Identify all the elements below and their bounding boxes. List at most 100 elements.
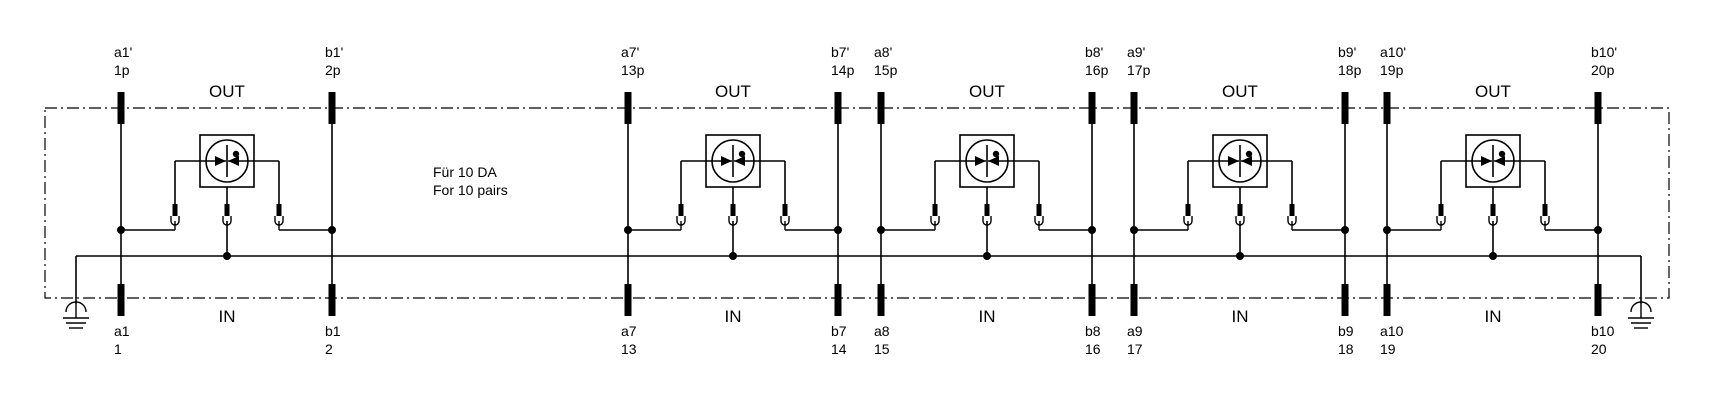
in-label: IN [1485, 307, 1502, 326]
junction-a [1383, 226, 1391, 234]
junction-ground [729, 252, 737, 260]
bottom-a-pin: 15 [874, 341, 890, 357]
junction-b [834, 226, 842, 234]
bottom-b-pin: 16 [1085, 341, 1101, 357]
bottom-b-pin: 20 [1591, 341, 1607, 357]
junction-a [624, 226, 632, 234]
terminal-bottom-b [1594, 284, 1602, 316]
arrow-right-icon [975, 156, 986, 166]
gas-dot [1245, 150, 1253, 158]
terminal-top-b [328, 92, 336, 124]
top-a-label: a8' [874, 44, 892, 60]
bottom-a-label: a8 [874, 323, 890, 339]
out-label: OUT [715, 82, 751, 101]
terminal-top-a [117, 92, 125, 124]
junction-b [1594, 226, 1602, 234]
arrow-right-icon [1481, 156, 1492, 166]
top-b-pin: 2p [325, 62, 341, 78]
in-label: IN [979, 307, 996, 326]
arrow-left-icon [988, 156, 999, 166]
top-b-pin: 14p [831, 62, 855, 78]
bottom-a-pin: 17 [1127, 341, 1143, 357]
junction-ground [1489, 252, 1497, 260]
terminal-bottom-a [117, 284, 125, 316]
bottom-b-pin: 18 [1338, 341, 1354, 357]
gas-dot [232, 150, 240, 158]
top-b-label: b10' [1591, 44, 1617, 60]
junction-ground [983, 252, 991, 260]
top-b-label: b8' [1085, 44, 1103, 60]
arrow-right-icon [1228, 156, 1239, 166]
terminal-bottom-b [1341, 284, 1349, 316]
in-label: IN [1232, 307, 1249, 326]
arrow-right-icon [215, 156, 226, 166]
out-label: OUT [969, 82, 1005, 101]
gas-dot [992, 150, 1000, 158]
bottom-b-label: b8 [1085, 323, 1101, 339]
junction-b [328, 226, 336, 234]
top-a-label: a1' [114, 44, 132, 60]
terminal-bottom-a [1383, 284, 1391, 316]
arrow-right-icon [721, 156, 732, 166]
terminal-top-b [1341, 92, 1349, 124]
enclosure-border [44, 107, 1670, 299]
out-label: OUT [209, 82, 245, 101]
top-b-pin: 16p [1085, 62, 1109, 78]
protection-units: a1'1pb1'2pa11b12OUTINa7'13pb7'14pa713b71… [114, 44, 1617, 357]
terminal-top-a [877, 92, 885, 124]
arrow-left-icon [1241, 156, 1252, 166]
junction-a [117, 226, 125, 234]
top-a-pin: 1p [114, 62, 130, 78]
top-b-label: b1' [325, 44, 343, 60]
bottom-a-label: a1 [114, 323, 130, 339]
bottom-a-label: a9 [1127, 323, 1143, 339]
bottom-b-label: b1 [325, 323, 341, 339]
arrow-left-icon [1494, 156, 1505, 166]
ground-icon-right [1628, 301, 1654, 329]
top-b-label: b7' [831, 44, 849, 60]
junction-ground [223, 252, 231, 260]
out-label: OUT [1475, 82, 1511, 101]
junction-b [1088, 226, 1096, 234]
bottom-b-label: b9 [1338, 323, 1354, 339]
terminal-bottom-a [877, 284, 885, 316]
arrow-left-icon [228, 156, 239, 166]
bottom-a-pin: 1 [114, 341, 122, 357]
arrow-left-icon [734, 156, 745, 166]
top-a-label: a7' [621, 44, 639, 60]
in-label: IN [725, 307, 742, 326]
bottom-a-pin: 19 [1380, 341, 1396, 357]
top-a-pin: 13p [621, 62, 645, 78]
out-label: OUT [1222, 82, 1258, 101]
top-a-label: a10' [1380, 44, 1406, 60]
bottom-a-pin: 13 [621, 341, 637, 357]
gas-dot [1498, 150, 1506, 158]
in-label: IN [219, 307, 236, 326]
terminal-top-b [1088, 92, 1096, 124]
terminal-top-b [834, 92, 842, 124]
top-b-pin: 20p [1591, 62, 1615, 78]
junction-a [877, 226, 885, 234]
terminal-bottom-a [624, 284, 632, 316]
terminal-top-a [624, 92, 632, 124]
junction-a [1130, 226, 1138, 234]
top-a-pin: 15p [874, 62, 898, 78]
top-a-pin: 17p [1127, 62, 1151, 78]
note-line-1: Für 10 DA [433, 164, 497, 180]
terminal-bottom-b [1088, 284, 1096, 316]
note-line-2: For 10 pairs [433, 182, 508, 198]
top-a-pin: 19p [1380, 62, 1404, 78]
bottom-a-label: a7 [621, 323, 637, 339]
terminal-bottom-b [328, 284, 336, 316]
bottom-a-label: a10 [1380, 323, 1404, 339]
terminal-top-b [1594, 92, 1602, 124]
gas-dot [738, 150, 746, 158]
terminal-top-a [1383, 92, 1391, 124]
bottom-b-pin: 14 [831, 341, 847, 357]
